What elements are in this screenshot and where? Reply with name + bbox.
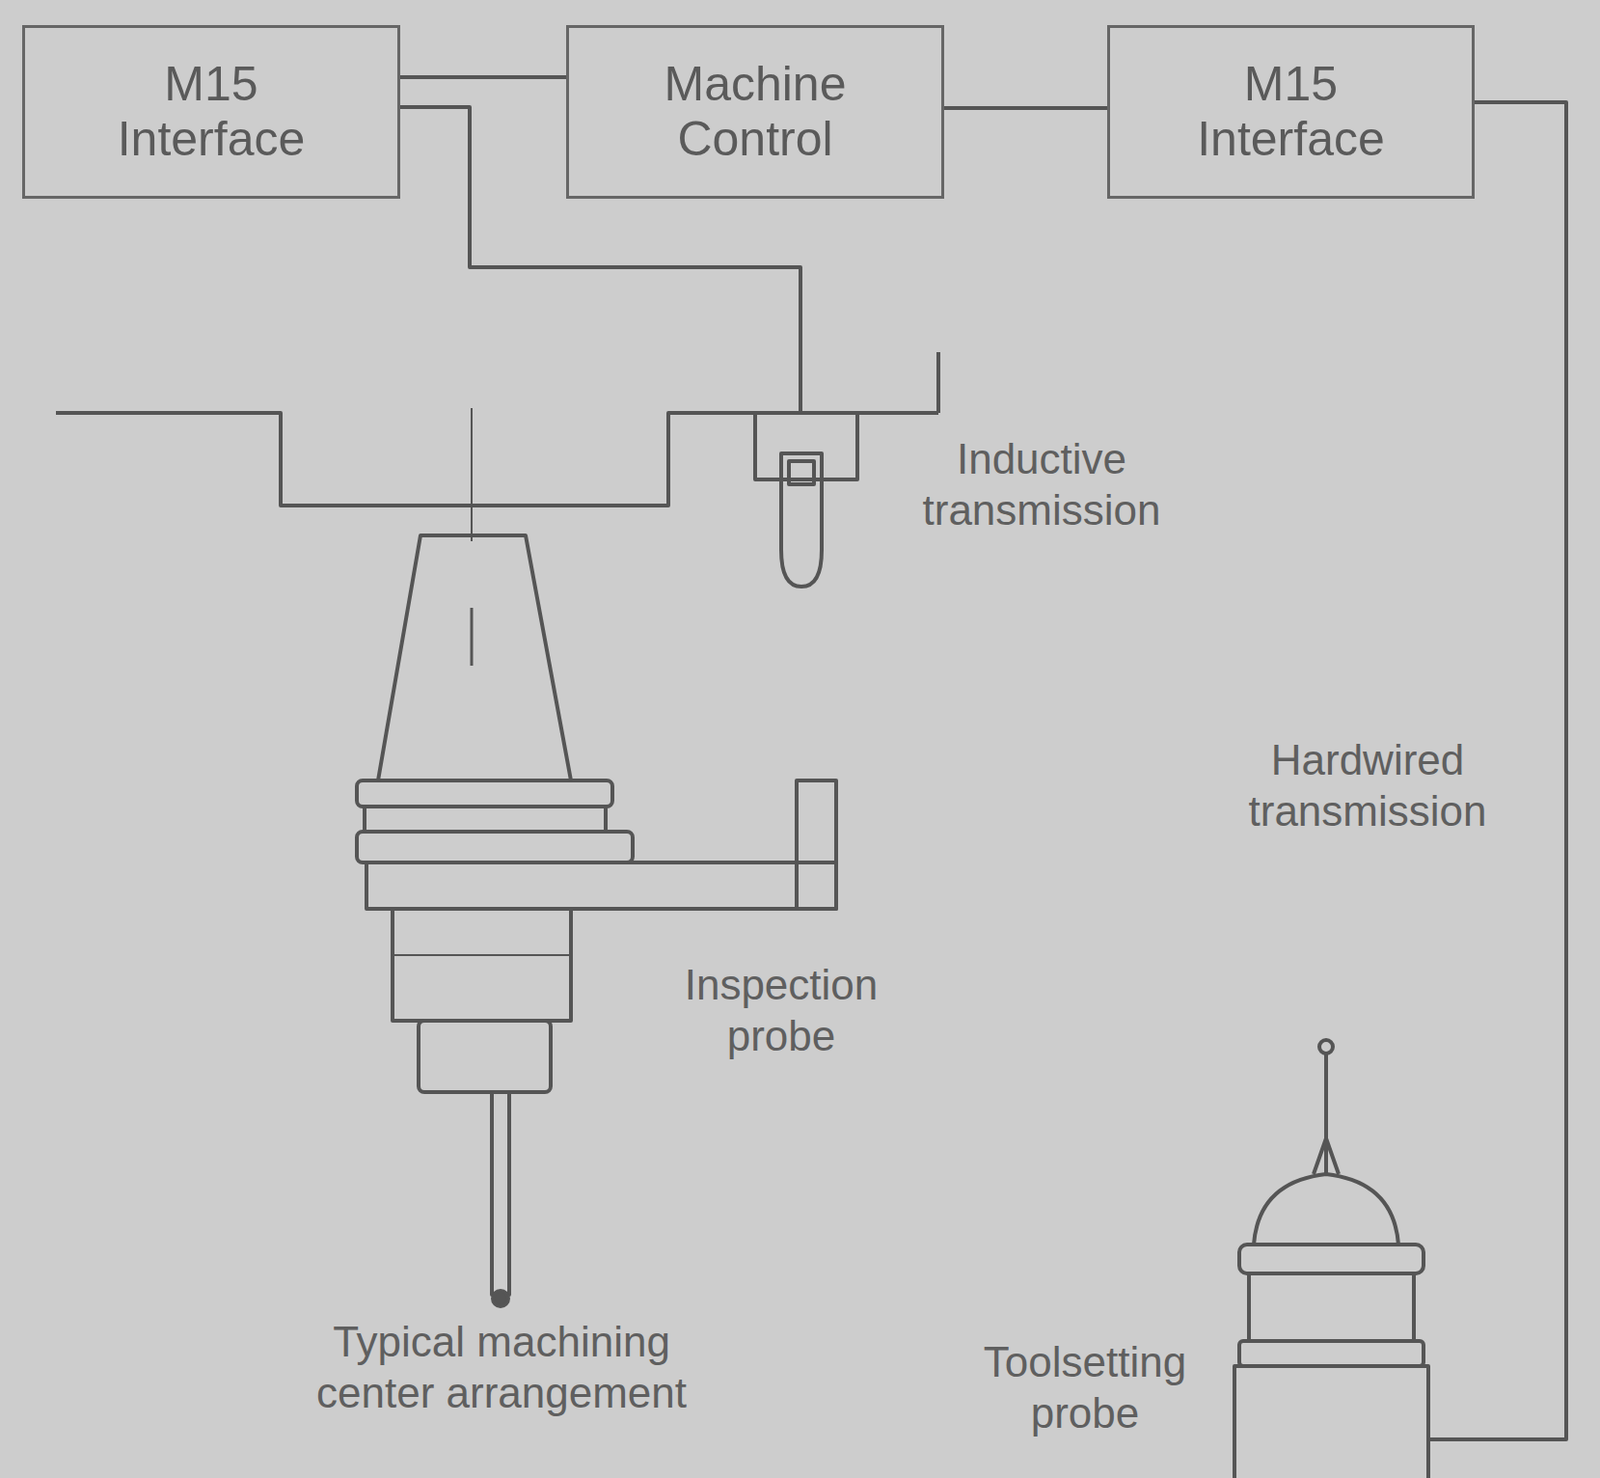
connector-line bbox=[944, 108, 1108, 109]
interface-box: Machine Control bbox=[566, 25, 945, 199]
probe-nose bbox=[418, 1020, 551, 1092]
callout-label: Typical machining center arrangement bbox=[260, 1316, 743, 1419]
callout-label: Toolsetting probe bbox=[940, 1336, 1230, 1439]
taper-mark bbox=[470, 607, 474, 666]
flange bbox=[356, 831, 633, 863]
callout-label: Hardwired transmission bbox=[1222, 734, 1513, 838]
setter-band bbox=[1239, 1340, 1424, 1366]
tool-taper bbox=[378, 535, 571, 781]
flange bbox=[356, 780, 613, 807]
flange bbox=[364, 806, 606, 832]
callout-label: Inductive transmission bbox=[867, 433, 1216, 537]
box-label: Machine Control bbox=[615, 56, 895, 168]
box-label: M15 Interface bbox=[71, 56, 352, 168]
box-label: M15 Interface bbox=[1151, 56, 1432, 168]
setter-rim bbox=[1239, 1244, 1424, 1274]
housing-edge bbox=[936, 352, 941, 413]
connector-line bbox=[400, 77, 567, 79]
stylus bbox=[491, 1091, 510, 1295]
probe-body-line bbox=[392, 953, 571, 956]
probe-arm bbox=[366, 862, 837, 909]
interface-box: M15 Interface bbox=[22, 25, 401, 199]
spindle-housing bbox=[55, 412, 939, 506]
setter-ball bbox=[1319, 1039, 1333, 1054]
probe-arm-upright bbox=[796, 780, 837, 909]
setter-stylus-cone bbox=[1313, 1138, 1339, 1174]
inductive-receiver bbox=[781, 453, 822, 587]
stylus-ball bbox=[492, 1290, 509, 1306]
setter-body bbox=[1248, 1273, 1414, 1341]
interface-box: M15 Interface bbox=[1107, 25, 1475, 199]
receiver-bracket bbox=[755, 412, 858, 480]
setter-dome bbox=[1253, 1173, 1399, 1245]
setter-stylus bbox=[1324, 1053, 1329, 1174]
center-line bbox=[470, 407, 473, 542]
callout-label: Inspection probe bbox=[636, 959, 926, 1062]
setter-base bbox=[1234, 1365, 1429, 1478]
receiver-window bbox=[788, 461, 814, 485]
probe-body bbox=[392, 908, 571, 1021]
